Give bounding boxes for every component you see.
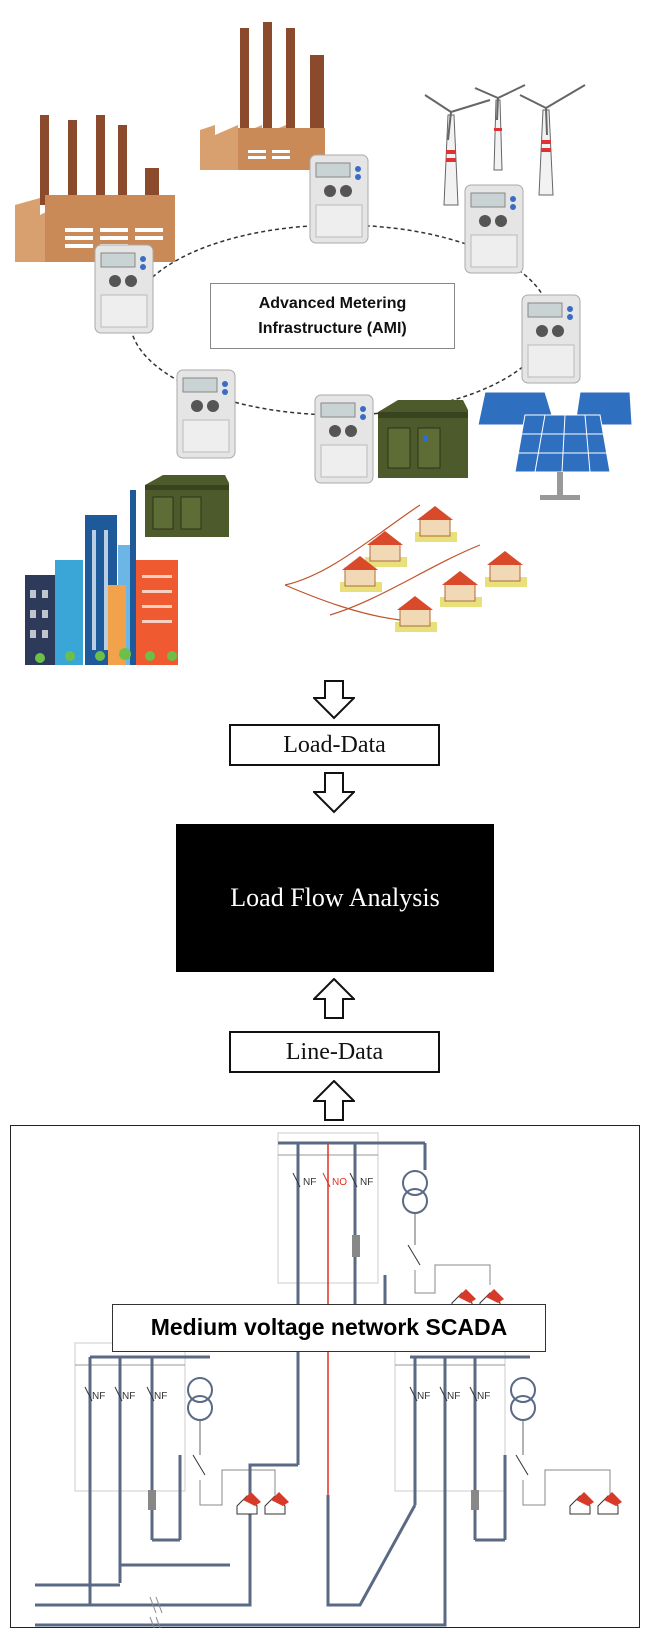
- factory-top-icon: [200, 22, 325, 170]
- factory-left-icon: [15, 115, 175, 262]
- line-data-box: Line-Data: [229, 1031, 440, 1073]
- ami-label-line2: Infrastructure (AMI): [258, 320, 407, 337]
- smart-meter-icon-2: [309, 154, 369, 244]
- smart-meter-icon-1: [94, 244, 154, 334]
- line-data-label: Line-Data: [285, 1039, 384, 1065]
- scada-label: Medium voltage network SCADA: [112, 1304, 546, 1352]
- houses-grid-icon: [284, 504, 527, 632]
- switch-nf-label: NF: [477, 1391, 491, 1402]
- arrow-up-icon-2: [313, 1080, 355, 1121]
- arrow-up-icon-1: [313, 978, 355, 1019]
- house-icon-pair-right: [569, 1492, 622, 1515]
- switch-nf-label: NF: [92, 1391, 106, 1402]
- house-icon-pair-left: [236, 1492, 289, 1515]
- transformer-kiosk-icon-1: [378, 400, 468, 478]
- smart-meter-icon-3: [464, 184, 524, 274]
- solar-panels-icon: [477, 391, 633, 500]
- load-data-box: Load-Data: [229, 724, 440, 766]
- city-buildings-icon: [25, 490, 178, 665]
- scada-label-text: Medium voltage network SCADA: [150, 1314, 508, 1340]
- smart-meter-icon-6: [314, 394, 374, 484]
- wind-turbines-icon: [424, 84, 586, 206]
- transformer-kiosk-icon-2: [145, 475, 229, 537]
- ami-label: Advanced Metering Infrastructure (AMI): [210, 283, 455, 349]
- load-flow-analysis-label: Load Flow Analysis: [230, 883, 440, 912]
- switch-nf-label: NF: [122, 1391, 136, 1402]
- ami-illustration: [15, 22, 633, 665]
- scada-network-diagram: [35, 1132, 611, 1628]
- switch-nf-label: NF: [360, 1177, 374, 1188]
- smart-meter-icon-4: [521, 294, 581, 384]
- ami-label-line1: Advanced Metering: [258, 295, 407, 312]
- arrow-down-icon-2: [313, 772, 355, 814]
- smart-meter-icon-5: [176, 369, 236, 459]
- switch-nf-label: NF: [447, 1391, 461, 1402]
- arrow-down-icon-1: [313, 680, 355, 720]
- load-flow-analysis-box: Load Flow Analysis: [176, 824, 494, 972]
- switch-nf-label: NF: [303, 1177, 317, 1188]
- switch-nf-label: NF: [154, 1391, 168, 1402]
- switch-no-label: NO: [332, 1177, 347, 1188]
- scada-frame: [10, 1125, 640, 1628]
- switch-nf-label: NF: [417, 1391, 431, 1402]
- load-data-label: Load-Data: [283, 732, 386, 758]
